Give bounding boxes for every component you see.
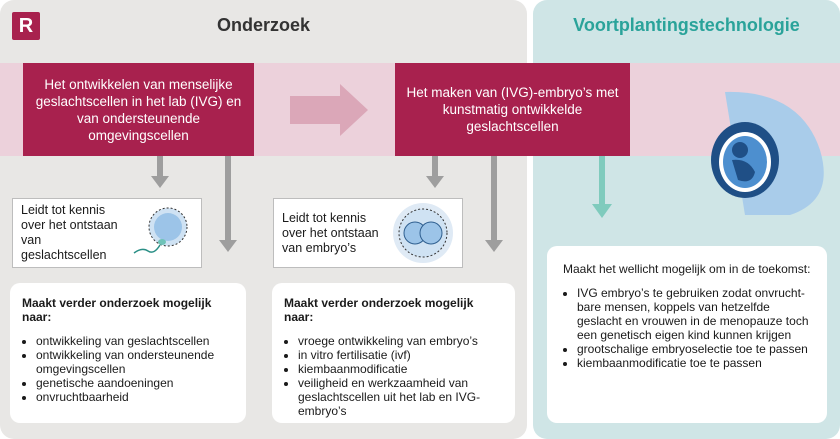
sperm-and-egg-icon <box>133 207 188 254</box>
down-arrow-icon <box>426 176 444 188</box>
list-item: genetische aandoeningen <box>36 376 234 390</box>
list-item: in vitro fertilisatie (ivf) <box>298 348 503 362</box>
heading-research: Onderzoek <box>216 15 311 35</box>
right-arrow-icon <box>290 84 368 136</box>
step-ivg-text: Het ontwikkelen van menselijke geslachts… <box>35 76 242 143</box>
step-ivg-box: Het ontwikkelen van menselijke geslachts… <box>23 63 254 156</box>
knowledge-text-embryos: Leidt tot kennis over het ontstaan van e… <box>282 210 379 255</box>
list-item: veiligheid en werkzaamheid van geslachts… <box>298 376 503 418</box>
card-title: Maakt verder onderzoek mogelijk naar: <box>22 296 212 324</box>
list-item: vroege ontwikkeling van embryo’s <box>298 334 503 348</box>
step-embryo-text: Het maken van (IVG)-embryo’s met kunstma… <box>406 85 619 134</box>
bullet-list: IVG embryo’s te gebruiken zodat onvrucht… <box>563 286 811 370</box>
heading-technology: Voortplantingstechnologie <box>573 15 800 35</box>
card-title: Maakt verder onderzoek mogelijk naar: <box>284 296 474 324</box>
technology-card-future: Maakt het wellicht mogelijk om in de toe… <box>547 246 827 423</box>
down-arrow-icon <box>151 176 169 188</box>
list-item: grootschalige embryoselectie toe te pass… <box>577 342 811 356</box>
list-item: onvruchtbaarheid <box>36 390 234 404</box>
research-card-cells: Maakt verder onderzoek mogelijk naar: on… <box>10 283 246 423</box>
step-embryo-box: Het maken van (IVG)-embryo’s met kunstma… <box>395 63 630 156</box>
teal-down-arrow-icon <box>592 204 612 218</box>
bullet-list: ontwikkeling van geslachtscellen ontwikk… <box>22 334 234 404</box>
list-item: ontwikkeling van geslachtscellen <box>36 334 234 348</box>
two-cell-embryo-icon <box>392 203 453 263</box>
list-item: kiembaanmodificatie toe te passen <box>577 356 811 370</box>
research-card-embryos: Maakt verder onderzoek mogelijk naar: vr… <box>272 283 515 423</box>
down-arrow-icon <box>219 240 237 252</box>
knowledge-text-cells: Leidt tot kennis over het ontstaan van g… <box>21 203 118 262</box>
knowledge-box-cells: Leidt tot kennis over het ontstaan van g… <box>12 198 202 268</box>
logo: R <box>12 12 40 40</box>
list-item: ontwikkeling van ondersteunende omgeving… <box>36 348 234 376</box>
card-title: Maakt het wellicht mogelijk om in de toe… <box>563 262 811 276</box>
pregnant-belly-icon <box>711 91 824 215</box>
bullet-list: vroege ontwikkeling van embryo’s in vitr… <box>284 334 503 418</box>
down-arrow-icon <box>485 240 503 252</box>
list-item: IVG embryo’s te gebruiken zodat onvrucht… <box>577 286 811 342</box>
list-item: kiembaanmodificatie <box>298 362 503 376</box>
knowledge-box-embryos: Leidt tot kennis over het ontstaan van e… <box>273 198 463 268</box>
